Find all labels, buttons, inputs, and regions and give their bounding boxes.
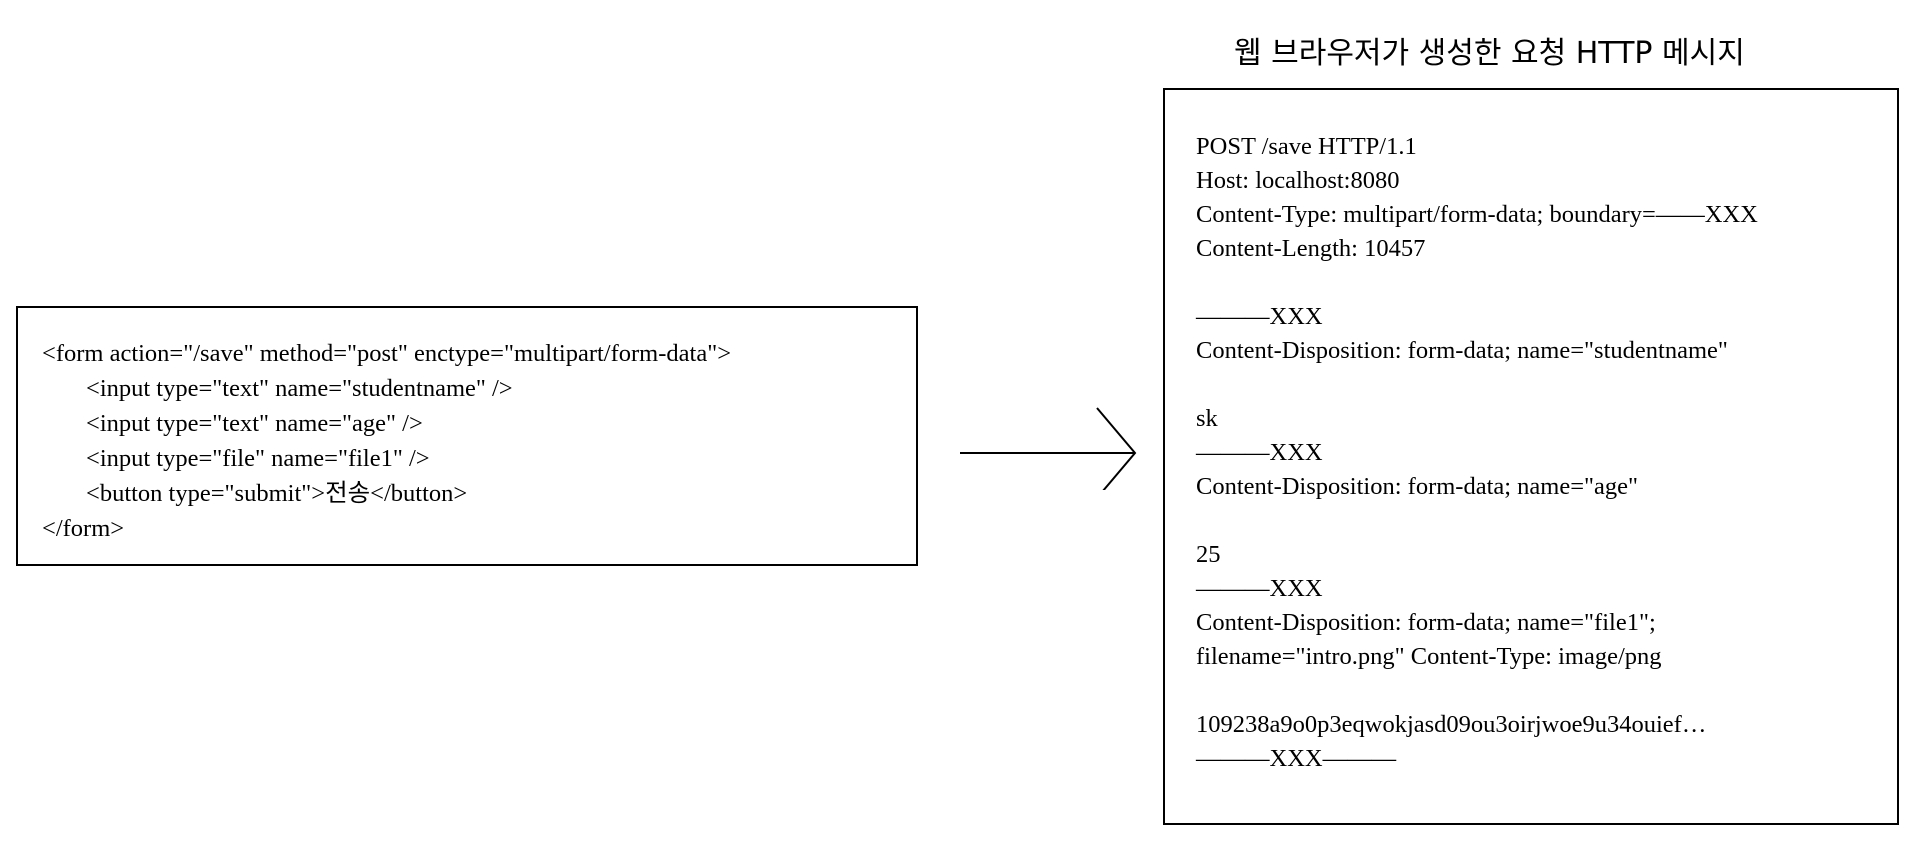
form-close-tag-line: </form> <box>42 515 125 542</box>
host-header-line: Host: localhost:8080 <box>1196 167 1400 194</box>
studentname-value-line: sk <box>1196 405 1218 432</box>
boundary-line: ———XXX <box>1196 439 1323 466</box>
disposition-file-line: Content-Disposition: form-data; name="fi… <box>1196 609 1656 636</box>
right-arrow-icon <box>960 407 1137 490</box>
http-message-box: POST /save HTTP/1.1 Host: localhost:8080… <box>1163 88 1899 825</box>
arrow-head <box>1096 407 1137 490</box>
blank-line <box>1196 674 1869 708</box>
disposition-age-line: Content-Disposition: form-data; name="ag… <box>1196 473 1639 500</box>
submit-button-line: <button type="submit">전송</button> <box>86 480 468 507</box>
disposition-studentname-line: Content-Disposition: form-data; name="st… <box>1196 337 1728 364</box>
blank-line <box>1196 368 1869 402</box>
blank-line <box>1196 266 1869 300</box>
content-type-header-line: Content-Type: multipart/form-data; bound… <box>1196 201 1758 228</box>
http-message-title: 웹 브라우저가 생성한 요청 HTTP 메시지 <box>1234 36 1745 71</box>
age-value-line: 25 <box>1196 541 1221 568</box>
file-binary-data-line: 109238a9o0p3eqwokjasd09ou3oirjwoe9u34oui… <box>1196 711 1707 738</box>
request-line: POST /save HTTP/1.1 <box>1196 133 1417 160</box>
html-form-code-box: <form action="/save" method="post" encty… <box>16 306 918 566</box>
boundary-line: ———XXX <box>1196 303 1323 330</box>
file-content-type-line: filename="intro.png" Content-Type: image… <box>1196 643 1662 670</box>
input-age-line: <input type="text" name="age" /> <box>86 410 423 437</box>
closing-boundary-line: ———XXX——— <box>1196 745 1397 772</box>
form-open-tag-line: <form action="/save" method="post" encty… <box>42 340 732 367</box>
content-length-header-line: Content-Length: 10457 <box>1196 235 1426 262</box>
boundary-line: ———XXX <box>1196 575 1323 602</box>
blank-line <box>1196 504 1869 538</box>
input-file-line: <input type="file" name="file1" /> <box>86 445 430 472</box>
input-studentname-line: <input type="text" name="studentname" /> <box>86 375 513 402</box>
